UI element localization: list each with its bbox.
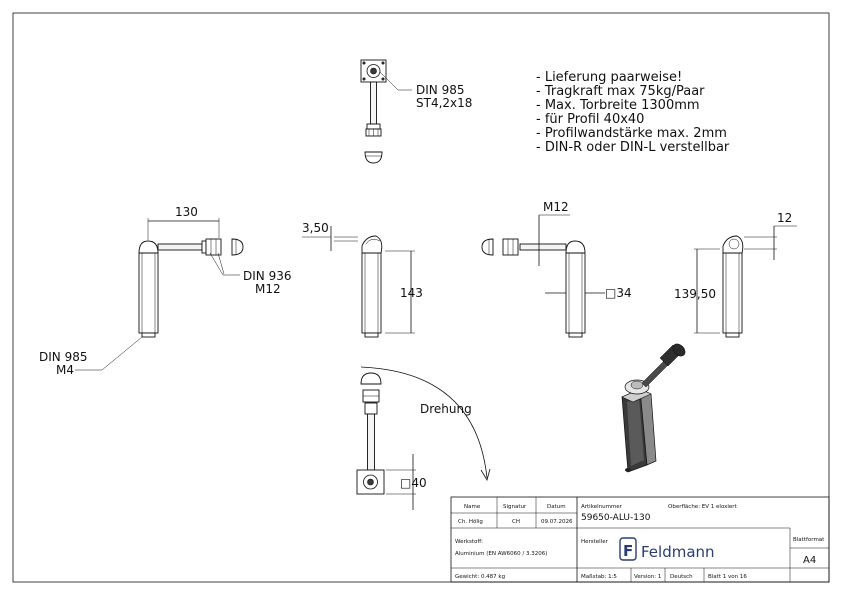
view-side-139-50: [694, 225, 797, 338]
dim-square-34: □34: [605, 286, 632, 300]
sheet-border: [12, 12, 830, 583]
callout-din985-m4-line2: M4: [56, 363, 74, 377]
tb-werkstoff-value: Aluminium (EN AW6060 / 3.3206): [455, 551, 547, 557]
dim-12: 12: [777, 211, 792, 225]
tb-header-datum: Datum: [547, 504, 566, 510]
tb-brand-name: Feldmann: [641, 543, 715, 561]
tb-artikel-label: Artikelnummer: [581, 504, 623, 510]
tb-value-signatur: CH: [512, 519, 520, 525]
note-4: - für Profil 40x40: [536, 112, 644, 127]
view-side-143: [302, 226, 415, 338]
tb-blattformat-label: Blattformat: [793, 537, 825, 543]
tb-massstab: Maßstab: 1:5: [581, 574, 617, 580]
dim-m12: M12: [543, 200, 569, 214]
dim-143: 143: [400, 286, 423, 300]
title-block: [450, 496, 830, 583]
tb-header-signatur: Signatur: [503, 504, 527, 510]
callout-din985-m4-line1: DIN 985: [39, 350, 87, 364]
notes-list: - Lieferung paarweise! - Tragkraft max 7…: [536, 70, 730, 155]
dim-square-40: □40: [400, 476, 427, 490]
tb-werkstoff-label: Werkstoff:: [455, 539, 483, 545]
dim-3-50: 3,50: [302, 221, 329, 235]
top-view: [360, 59, 412, 164]
callout-drehung: Drehung: [420, 402, 472, 416]
dim-130: 130: [175, 205, 198, 219]
callout-din936-line2: M12: [255, 282, 281, 296]
tb-blattformat-value: A4: [803, 555, 816, 566]
view-front-right: [481, 214, 605, 338]
note-1: - Lieferung paarweise!: [536, 70, 682, 85]
note-6: - DIN-R oder DIN-L verstellbar: [536, 140, 730, 155]
view-rotation: [356, 366, 491, 510]
tb-artikel-value: 59650-ALU-130: [581, 513, 651, 523]
tb-version: Version: 1: [634, 574, 661, 580]
tb-oberflaeche: Oberfläche: EV 1 eloxiert: [668, 504, 738, 510]
tb-value-datum: 09.07.2026: [541, 519, 573, 525]
note-3: - Max. Torbreite 1300mm: [536, 98, 700, 113]
tb-hersteller-label: Hersteller: [581, 539, 609, 545]
tb-blatt: Blatt 1 von 16: [708, 574, 747, 580]
callout-din985-top-line1: DIN 985: [416, 83, 464, 97]
callout-din936-line1: DIN 936: [243, 269, 291, 283]
note-2: - Tragkraft max 75kg/Paar: [536, 84, 705, 99]
tb-value-name: Ch. Hölig: [458, 519, 483, 525]
tb-logo-letter: F: [623, 542, 633, 560]
view-front-left: [75, 218, 244, 371]
note-5: - Profilwandstärke max. 2mm: [536, 126, 727, 141]
dim-139-50: 139,50: [674, 287, 716, 301]
callout-din985-top-line2: ST4,2x18: [416, 96, 472, 110]
isometric-view: [621, 343, 686, 473]
tb-header-name: Name: [464, 504, 481, 510]
tb-gewicht: Gewicht: 0.487 kg: [455, 574, 505, 580]
tb-sprache: Deutsch: [670, 574, 693, 580]
